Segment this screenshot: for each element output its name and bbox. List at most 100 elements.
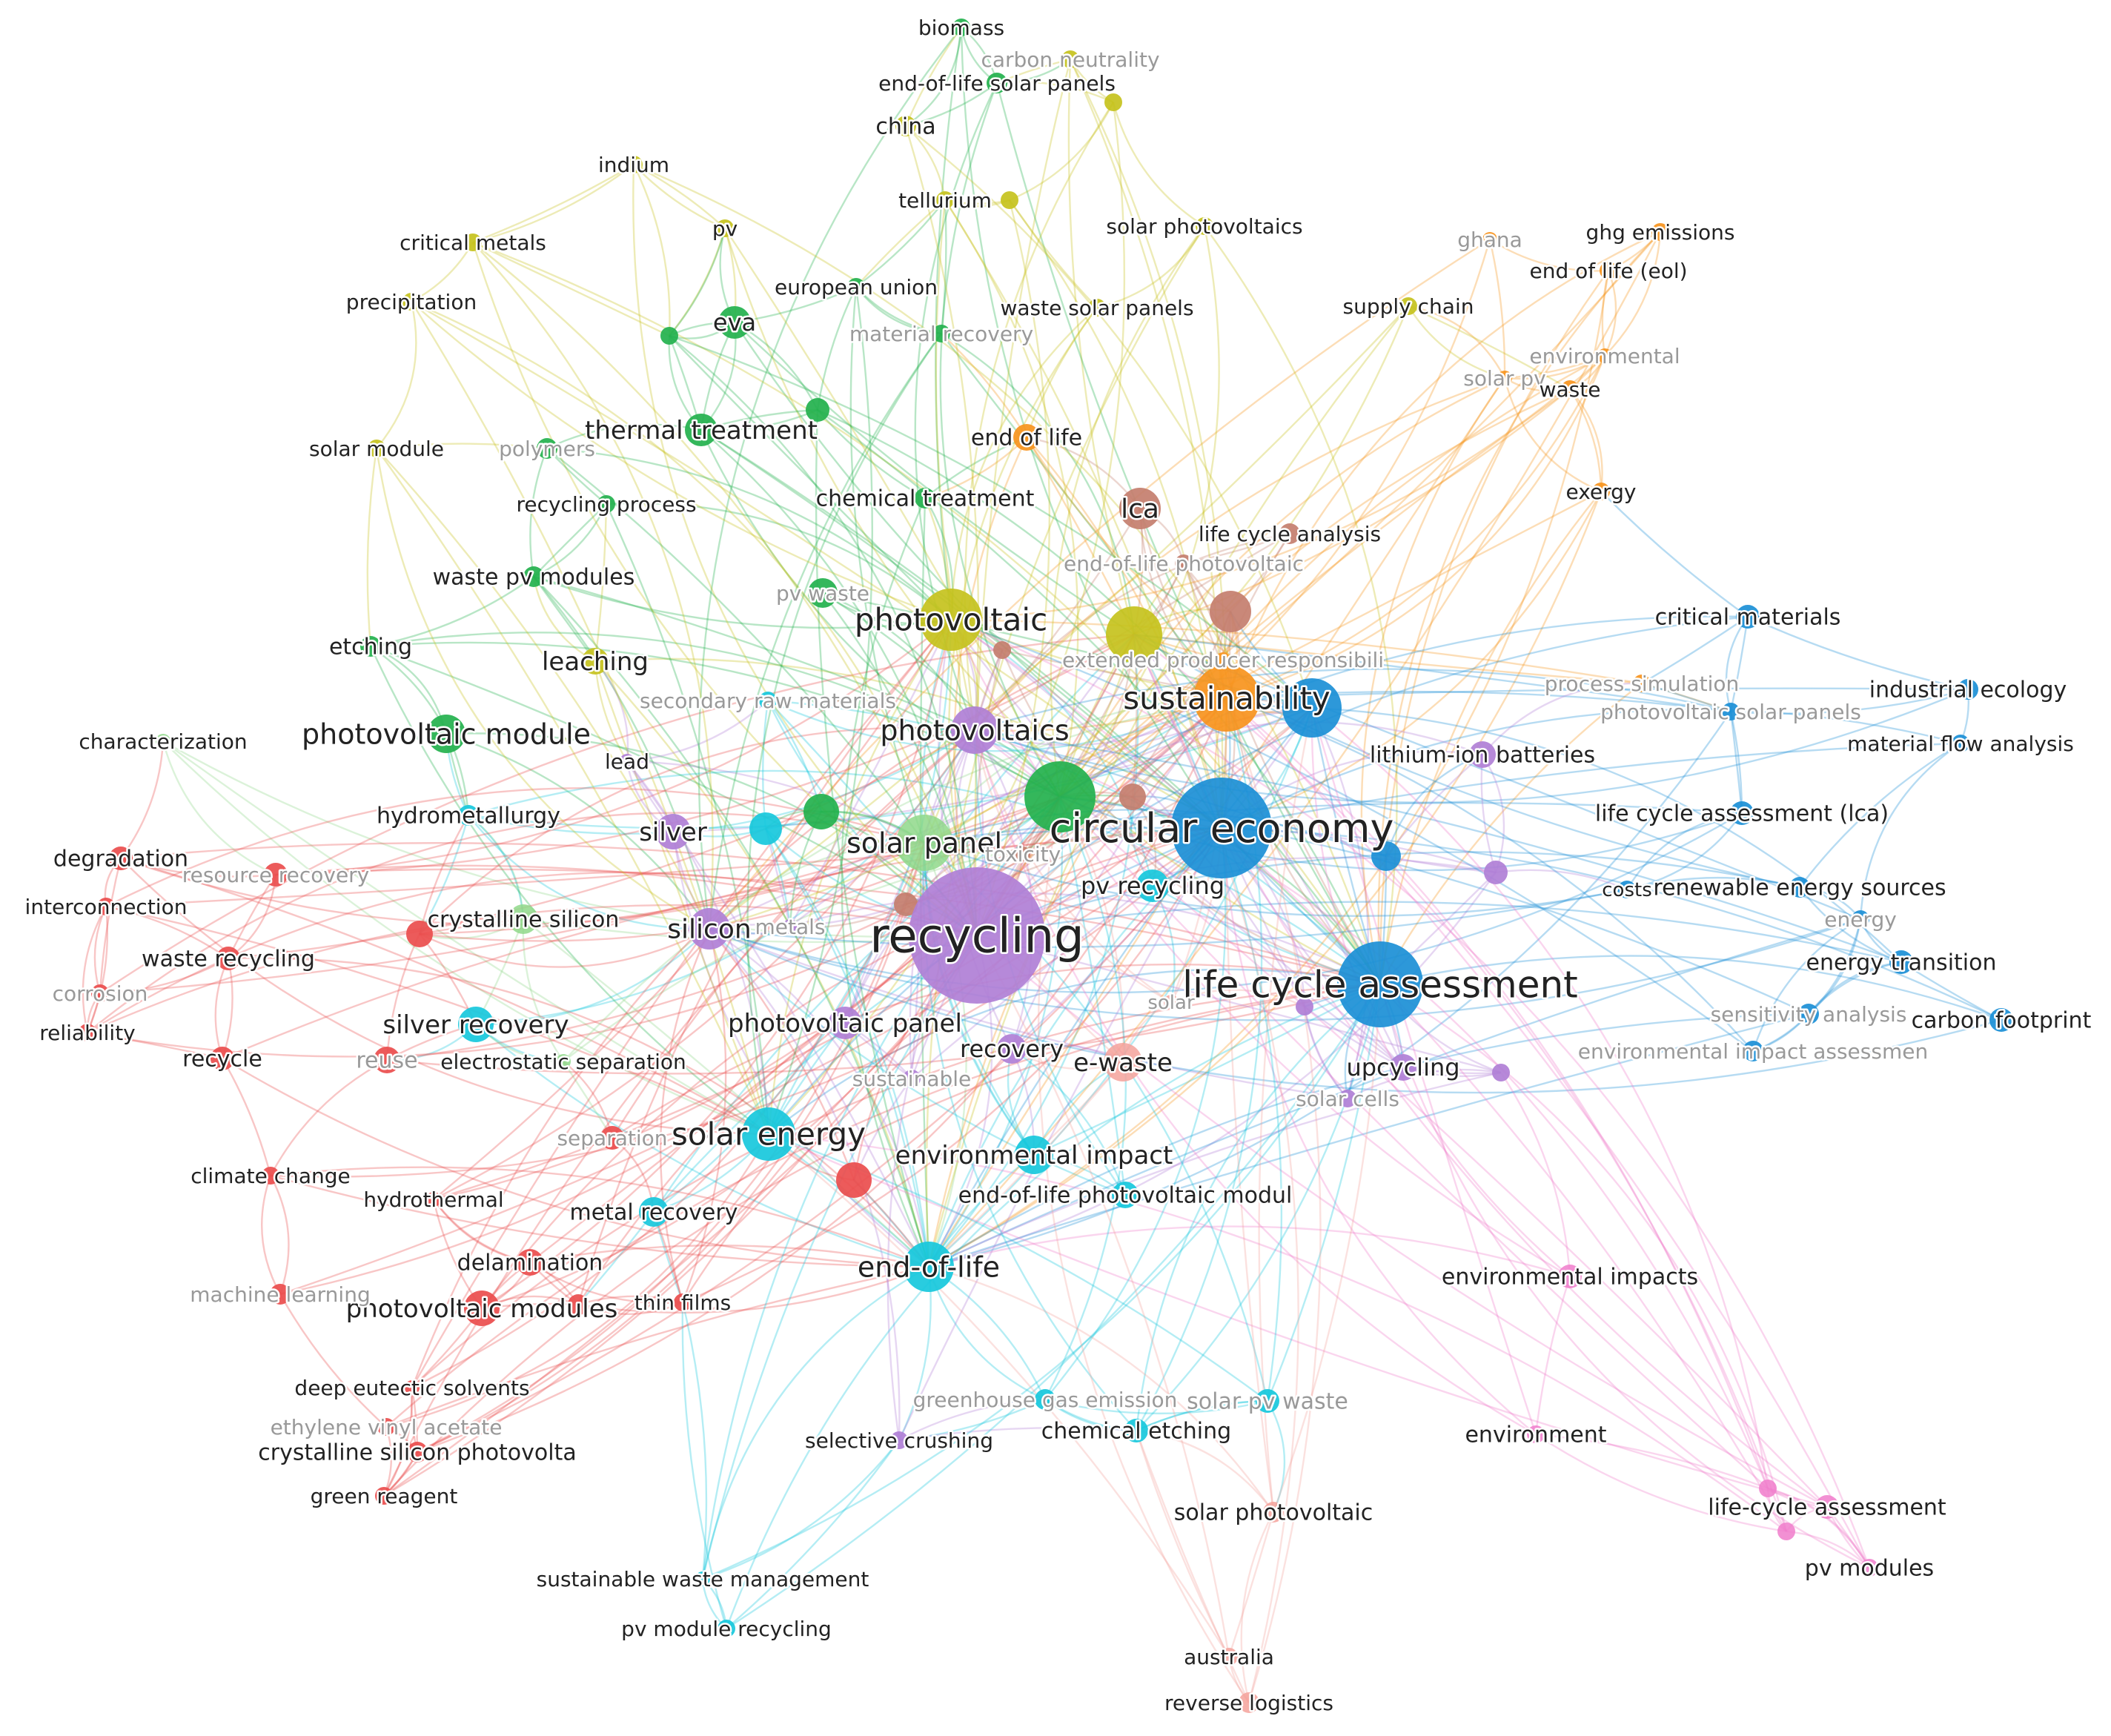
- node-delamination[interactable]: [517, 1249, 543, 1276]
- node-waste-pv-modules[interactable]: [523, 566, 544, 587]
- node-carbon-footprint[interactable]: [1989, 1008, 2013, 1032]
- node-green-reagent[interactable]: [375, 1487, 393, 1505]
- node-silver[interactable]: [655, 814, 691, 849]
- node-photovoltaics[interactable]: [951, 706, 998, 754]
- node-pv-modules[interactable]: [1860, 1559, 1878, 1577]
- node-life-cycle-assessment[interactable]: [1337, 941, 1423, 1027]
- node-red-mid[interactable]: [406, 921, 433, 947]
- node-material-recovery[interactable]: [932, 325, 950, 342]
- node-electrostatic-separation[interactable]: [556, 1054, 571, 1069]
- node-life-cycle-assessment-lca[interactable]: [1730, 801, 1754, 825]
- node-end-of-life-solar-panels[interactable]: [987, 73, 1007, 93]
- node-photovoltaic-solar-panels[interactable]: [1722, 703, 1740, 720]
- node-solar-module[interactable]: [368, 440, 385, 457]
- node-olive-top[interactable]: [1104, 93, 1122, 111]
- node-tellurium[interactable]: [936, 191, 954, 209]
- node-green-hub[interactable]: [1024, 761, 1096, 832]
- node-olive-hub[interactable]: [1106, 606, 1162, 663]
- node-environmental-impact[interactable]: [1015, 1136, 1053, 1174]
- node-end-of-life-orange[interactable]: [1013, 424, 1040, 451]
- node-brown-mid[interactable]: [1210, 591, 1251, 632]
- node-selective-crushing[interactable]: [890, 1431, 908, 1449]
- node-solar-pv-waste[interactable]: [1256, 1389, 1279, 1413]
- node-secondary-raw-materials[interactable]: [759, 692, 777, 709]
- node-hydrothermal[interactable]: [426, 1192, 441, 1207]
- node-environmental[interactable]: [1597, 348, 1612, 363]
- node-sustainability[interactable]: [1193, 665, 1260, 732]
- node-reliability[interactable]: [79, 1024, 96, 1041]
- node-silicon[interactable]: [689, 908, 730, 950]
- node-red-lower2[interactable]: [568, 1294, 589, 1315]
- node-recycling-process[interactable]: [597, 495, 615, 513]
- node-etching[interactable]: [360, 636, 381, 657]
- node-crystalline-silicon[interactable]: [508, 904, 538, 934]
- node-recovery[interactable]: [997, 1034, 1027, 1064]
- node-indium[interactable]: [625, 156, 643, 173]
- node-industrial-ecology[interactable]: [1958, 679, 1978, 700]
- node-precipitation[interactable]: [402, 293, 420, 311]
- node-circular-economy[interactable]: [1171, 778, 1272, 878]
- node-carbon-neutrality[interactable]: [1061, 50, 1079, 68]
- node-separation[interactable]: [600, 1126, 624, 1150]
- node-degradation[interactable]: [109, 847, 133, 870]
- node-recycle[interactable]: [211, 1047, 234, 1070]
- node-toxicity[interactable]: [1015, 847, 1030, 861]
- node-environmental-impacts[interactable]: [1558, 1265, 1582, 1288]
- node-sensitivity-analysis[interactable]: [1798, 1004, 1819, 1024]
- node-solar-pv[interactable]: [1497, 371, 1512, 385]
- node-lca[interactable]: [1119, 488, 1161, 529]
- node-solar-photovoltaics[interactable]: [1196, 217, 1213, 235]
- node-pv-recycling[interactable]: [1136, 869, 1169, 902]
- node-deep-eutectic-solvents[interactable]: [405, 1380, 420, 1395]
- node-solar-energy[interactable]: [742, 1107, 795, 1161]
- node-red-lower[interactable]: [836, 1162, 872, 1198]
- node-leaching[interactable]: [582, 648, 609, 675]
- node-photovoltaic-module[interactable]: [427, 715, 465, 753]
- node-thin-films[interactable]: [674, 1293, 692, 1311]
- node-photovoltaic-modules[interactable]: [464, 1291, 500, 1326]
- node-waste[interactable]: [1561, 380, 1579, 398]
- node-e-waste[interactable]: [1104, 1043, 1142, 1081]
- node-exergy[interactable]: [1592, 483, 1610, 500]
- node-brown-small3[interactable]: [894, 892, 918, 916]
- node-characterization[interactable]: [156, 734, 170, 749]
- node-purple-dot-b[interactable]: [1492, 1064, 1510, 1081]
- node-recycling[interactable]: [909, 867, 1045, 1004]
- node-photovoltaic[interactable]: [920, 589, 982, 651]
- node-renewable-energy-sources[interactable]: [1789, 877, 1810, 898]
- node-energy[interactable]: [1852, 910, 1869, 928]
- node-extended-producer-responsibili[interactable]: [1216, 652, 1230, 667]
- node-critical-metals[interactable]: [464, 233, 482, 251]
- node-end-of-life[interactable]: [904, 1242, 954, 1292]
- node-metal-recovery[interactable]: [639, 1197, 669, 1227]
- node-cyan-mid[interactable]: [749, 812, 782, 845]
- node-solar-panel[interactable]: [896, 815, 952, 871]
- node-australia[interactable]: [1220, 1648, 1238, 1666]
- node-purple-dot-a[interactable]: [1296, 998, 1313, 1016]
- node-machine-learning[interactable]: [270, 1284, 291, 1305]
- node-process-simulation[interactable]: [1633, 675, 1651, 692]
- node-silver-recovery[interactable]: [458, 1007, 494, 1042]
- node-interconnection[interactable]: [97, 898, 115, 915]
- node-corrosion[interactable]: [91, 984, 109, 1002]
- node-resource-recovery[interactable]: [264, 863, 288, 887]
- node-ghg-emissions[interactable]: [1651, 223, 1669, 241]
- node-pv-module-recycling[interactable]: [718, 1620, 735, 1637]
- node-solar-photovoltaic[interactable]: [1263, 1502, 1284, 1523]
- node-waste-solar-panels[interactable]: [1088, 299, 1106, 317]
- node-lithium-ion-batteries[interactable]: [1469, 741, 1496, 768]
- node-pv-waste[interactable]: [808, 578, 838, 608]
- node-crystalline-silicon-photovolta[interactable]: [407, 1442, 428, 1462]
- node-costs[interactable]: [1618, 881, 1636, 898]
- node-material-flow-analysis[interactable]: [1952, 735, 1969, 752]
- node-green-dot-a[interactable]: [660, 327, 678, 345]
- node-blue-mid[interactable]: [1282, 678, 1342, 738]
- node-metals[interactable]: [783, 919, 798, 934]
- node-supply-chain[interactable]: [1399, 297, 1417, 315]
- node-hydrometallurgy[interactable]: [458, 805, 479, 826]
- node-greenhouse-gas-emission[interactable]: [1035, 1389, 1056, 1410]
- node-lead[interactable]: [620, 754, 634, 769]
- node-tellurium-dot[interactable]: [1001, 191, 1018, 209]
- node-critical-materials[interactable]: [1736, 605, 1760, 629]
- node-sustainable-waste-management[interactable]: [695, 1571, 710, 1586]
